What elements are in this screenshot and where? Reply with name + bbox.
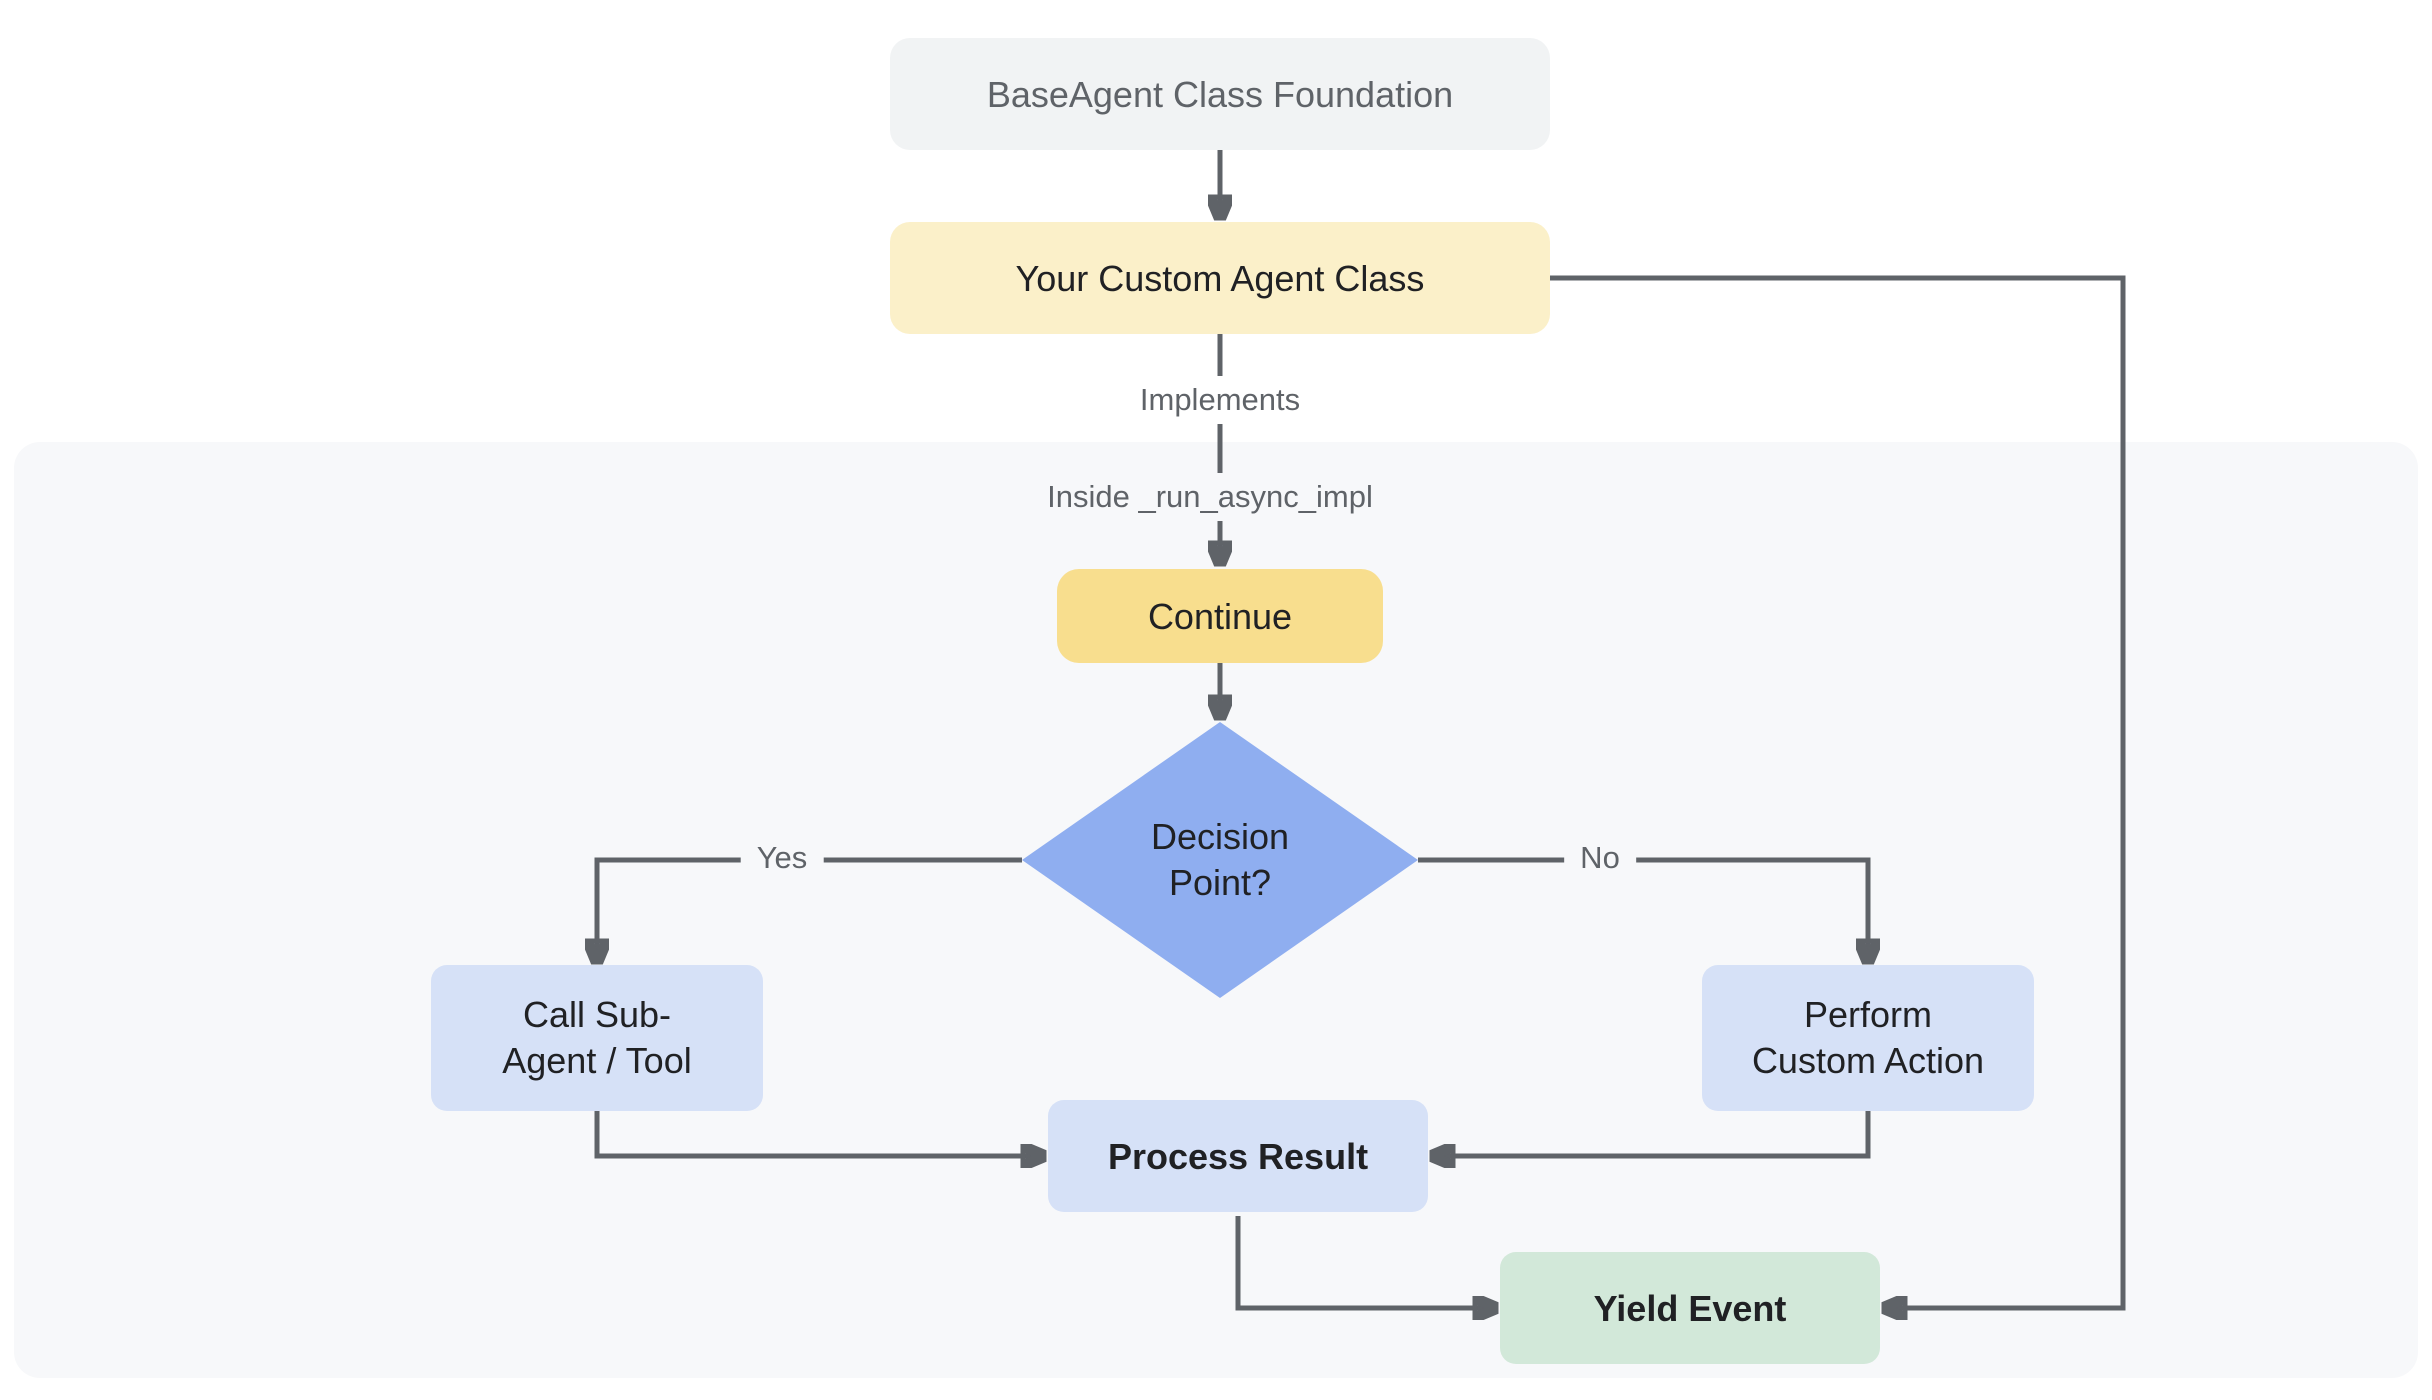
edge-label-no: No [1564,834,1636,882]
node-decision-point-line1: Decision [1150,816,1290,857]
node-perform-custom-action-line2: Custom Action [1751,1040,1985,1081]
node-your-custom-agent-class-label: Your Custom Agent Class [1015,257,1425,299]
node-decision-point: Decision Point? [1070,788,1370,932]
node-baseagent-foundation: BaseAgent Class Foundation [890,38,1550,150]
edge-decision-yes [597,857,1022,960]
edge-process-to-yield [1235,1216,1494,1308]
edge-custom-to-yield [1550,275,2126,1308]
node-call-sub-agent-tool-line1: Call Sub- [522,994,672,1035]
node-decision-point-line2: Point? [1168,862,1272,903]
node-process-result: Process Result [1048,1100,1428,1212]
decision-diamond-shape [1022,722,1418,998]
edge-label-yes: Yes [740,834,824,882]
node-your-custom-agent-class: Your Custom Agent Class [890,222,1550,334]
edge-perform-to-process [1434,1111,1871,1156]
edge-decision-no [1418,857,1868,960]
node-baseagent-foundation-label: BaseAgent Class Foundation [986,73,1454,115]
node-continue-label: Continue [1147,595,1293,637]
node-continue: Continue [1057,569,1383,663]
node-process-result-label: Process Result [1107,1135,1369,1177]
edge-label-implements: Implements [1123,376,1317,424]
node-yield-event: Yield Event [1500,1252,1880,1364]
edge-label-inside-run-async-impl: Inside _run_async_impl [1031,473,1389,521]
node-perform-custom-action-line1: Perform [1803,994,1933,1035]
node-call-sub-agent-tool-line2: Agent / Tool [502,1040,692,1081]
node-perform-custom-action: Perform Custom Action [1702,965,2034,1111]
node-call-sub-agent-tool: Call Sub- Agent / Tool [431,965,763,1111]
edge-callsub-to-process [594,1111,1042,1156]
node-yield-event-label: Yield Event [1593,1287,1787,1329]
